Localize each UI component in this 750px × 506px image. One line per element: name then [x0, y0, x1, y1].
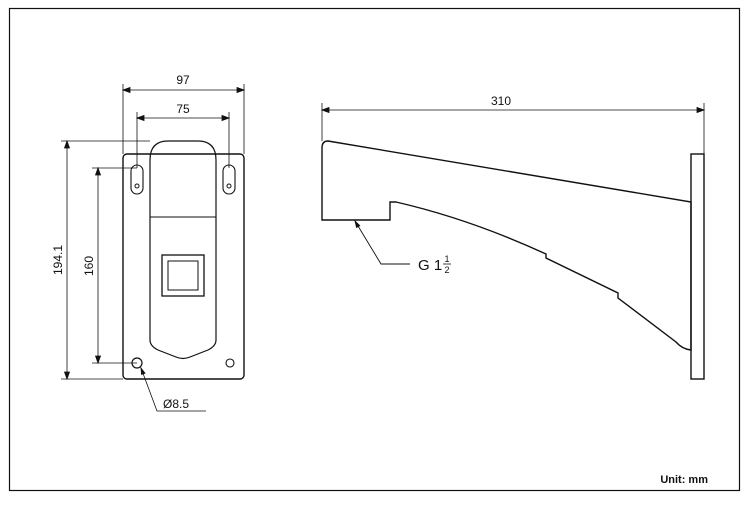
thread-callout: G 1 1 2 — [418, 254, 451, 275]
arm-profile — [321, 140, 692, 351]
keyhole-center-left — [134, 183, 140, 189]
arm-housing — [149, 140, 217, 360]
keyhole-slot-left — [130, 164, 144, 195]
window-inner — [167, 260, 199, 291]
keyhole-center-right — [226, 183, 232, 189]
mount-hole-right — [225, 358, 235, 368]
keyhole-slot-right — [222, 164, 236, 195]
front-view — [122, 140, 245, 380]
drawing-frame — [8, 7, 741, 492]
thread-numerator: 1 — [444, 254, 449, 264]
side-view — [321, 140, 705, 380]
front-dimensions — [61, 84, 246, 412]
base-plate — [122, 153, 245, 380]
unit-label: Unit: mm — [660, 474, 708, 486]
thread-prefix: G 1 — [418, 257, 442, 274]
side-dimensions — [320, 103, 706, 154]
dim-height-total: 194.1 — [51, 245, 65, 275]
dim-length: 310 — [491, 94, 511, 108]
thread-leader — [354, 220, 410, 265]
window-outer — [161, 254, 205, 297]
dim-hole-diameter: Ø8.5 — [163, 397, 189, 411]
wall-plate — [690, 153, 705, 380]
thread-denominator: 2 — [444, 265, 449, 275]
dim-width-holes: 75 — [176, 102, 190, 116]
dim-width-outer: 97 — [176, 73, 190, 87]
dim-height-holes: 160 — [82, 256, 96, 276]
